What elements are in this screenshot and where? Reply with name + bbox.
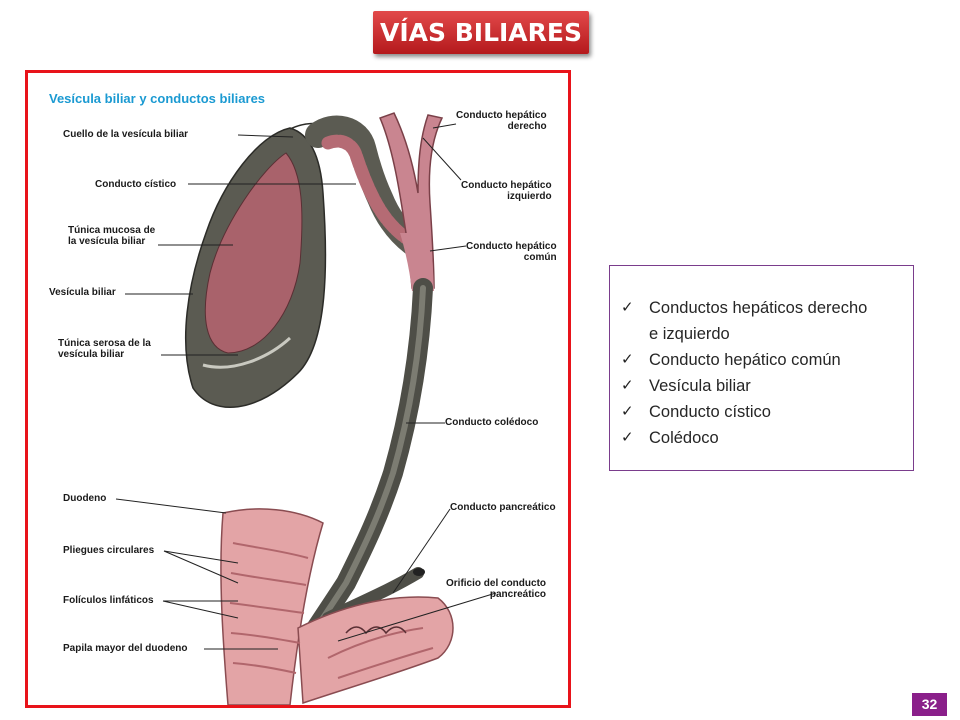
- checkmark-icon: ✓: [621, 298, 634, 316]
- duodenum-drawing: [220, 508, 454, 705]
- label-circular-folds: Pliegues circulares: [63, 545, 155, 556]
- anatomy-illustration: [115, 112, 497, 705]
- checklist-item: ✓ Conducto cístico: [620, 399, 910, 425]
- checkmark-icon: ✓: [621, 376, 634, 394]
- label-lymph-follicles: Folículos linfáticos: [63, 595, 154, 606]
- label-gallbladder-serosa: Túnica serosa de la vesícula biliar: [58, 338, 151, 360]
- checklist-item: ✓ Colédoco: [620, 425, 910, 451]
- slide-title: VÍAS BILIARES: [373, 11, 589, 54]
- checklist-item: ✓ Vesícula biliar: [620, 373, 910, 399]
- label-pancreatic-duct: Conducto pancreático: [450, 502, 556, 513]
- checklist-box: ✓ Conductos hepáticos derecho e izquierd…: [609, 265, 914, 471]
- label-common-hepatic-duct: Conducto hepático común: [466, 241, 557, 263]
- label-duodenum: Duodeno: [63, 493, 107, 504]
- label-pancreatic-duct-orifice: Orificio del conducto pancreático: [446, 578, 547, 600]
- label-gallbladder: Vesícula biliar: [49, 287, 116, 298]
- label-major-duodenal-papilla: Papila mayor del duodeno: [63, 643, 188, 654]
- gallbladder-drawing: [185, 122, 329, 409]
- label-common-bile-duct: Conducto colédoco: [445, 417, 539, 428]
- checklist: ✓ Conductos hepáticos derecho e izquierd…: [620, 295, 910, 451]
- page-number: 32: [912, 693, 947, 716]
- checkmark-icon: ✓: [621, 402, 634, 420]
- label-left-hepatic-duct: Conducto hepático izquierdo: [461, 180, 552, 202]
- checklist-item: ✓ Conducto hepático común: [620, 347, 910, 373]
- checklist-item: ✓ Conductos hepáticos derecho e izquierd…: [620, 295, 910, 347]
- checkmark-icon: ✓: [621, 428, 634, 446]
- leader-lines: [115, 123, 497, 650]
- hepatic-ducts-drawing: [378, 112, 444, 291]
- common-bile-duct-drawing: [303, 278, 433, 643]
- cystic-duct-drawing: [305, 115, 426, 256]
- anatomy-figure: Vesícula biliar y conductos biliares Cue…: [25, 70, 571, 708]
- label-right-hepatic-duct: Conducto hepático derecho: [456, 110, 547, 132]
- figure-title: Vesícula biliar y conductos biliares: [49, 91, 266, 106]
- label-cystic-duct: Conducto cístico: [95, 179, 177, 190]
- label-gallbladder-neck: Cuello de la vesícula biliar: [63, 129, 189, 140]
- checkmark-icon: ✓: [621, 350, 634, 368]
- label-gallbladder-mucosa: Túnica mucosa de la vesícula biliar: [68, 225, 156, 247]
